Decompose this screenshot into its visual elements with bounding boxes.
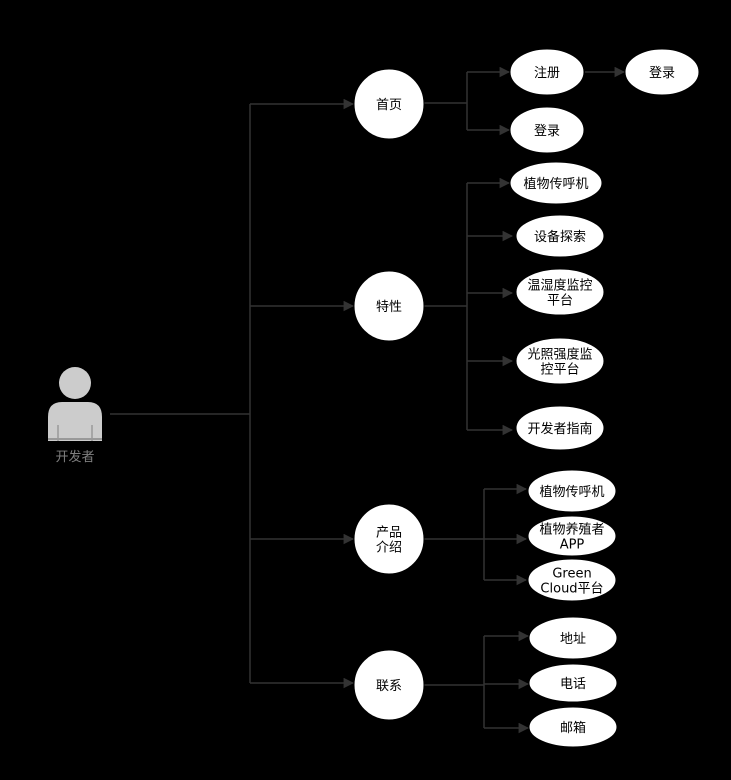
node-device-explore: 设备探索 [515, 214, 605, 258]
node-phone: 电话 [528, 663, 618, 703]
user-icon [48, 367, 102, 441]
node-shape [624, 48, 700, 96]
node-home: 首页 [353, 68, 425, 140]
node-label: 植物传呼机 [523, 177, 588, 192]
node-label: 介绍 [376, 541, 402, 556]
node-label: 开发者指南 [527, 421, 592, 437]
node-label: 登录 [534, 124, 560, 139]
node-shape [527, 469, 617, 513]
node-shape [528, 616, 618, 660]
node-shape [528, 706, 618, 748]
node-label: 特性 [376, 300, 402, 315]
node-shape [515, 405, 605, 451]
node-label: 首页 [376, 98, 402, 113]
node-features: 特性 [353, 270, 425, 342]
actor-developer: 开发者 [48, 367, 102, 465]
node-shape [509, 48, 585, 96]
node-label: APP [560, 538, 585, 553]
node-shape [527, 558, 617, 602]
node-shape [527, 515, 617, 557]
edges-actor [110, 98, 355, 689]
node-shape [515, 268, 605, 316]
node-plant-pager-b: 植物传呼机 [527, 469, 617, 513]
node-label: 温湿度监控 [527, 278, 592, 294]
node-label: 植物传呼机 [539, 485, 604, 500]
edges-products [424, 483, 528, 586]
node-register: 注册 [509, 48, 585, 96]
node-label: 地址 [560, 632, 586, 647]
node-label: 邮箱 [560, 720, 586, 736]
node-label: 注册 [534, 66, 560, 81]
node-shape [528, 663, 618, 703]
node-shape [509, 106, 585, 154]
actor-label: 开发者 [55, 449, 94, 465]
node-label: 联系 [376, 679, 402, 694]
node-email: 邮箱 [528, 706, 618, 748]
node-label: Cloud平台 [540, 582, 603, 597]
node-label: Green [552, 567, 591, 582]
node-shape [353, 503, 425, 575]
edges-contact [424, 630, 530, 734]
node-address: 地址 [528, 616, 618, 660]
node-shape [353, 68, 425, 140]
node-label: 产品 [376, 526, 402, 541]
node-shape [353, 649, 425, 721]
node-shape [353, 270, 425, 342]
edges-features [424, 177, 514, 436]
edges-home [424, 66, 626, 136]
node-login-b: 登录 [509, 106, 585, 154]
node-label: 登录 [649, 66, 675, 81]
node-plant-pager-a: 植物传呼机 [509, 161, 603, 205]
node-label: 光照强度监 [527, 347, 592, 363]
node-shape [515, 214, 605, 258]
node-label: 电话 [560, 677, 586, 692]
node-dev-guide: 开发者指南 [515, 405, 605, 451]
node-shape [515, 337, 605, 385]
node-contact: 联系 [353, 649, 425, 721]
node-label: 植物养殖者 [539, 522, 604, 538]
node-label: 设备探索 [534, 229, 586, 245]
node-label: 控平台 [540, 363, 579, 378]
node-login-a: 登录 [624, 48, 700, 96]
nodes: 首页注册登录登录特性植物传呼机设备探索温湿度监控平台光照强度监控平台开发者指南产… [353, 48, 700, 748]
node-shape [509, 161, 603, 205]
node-label: 平台 [547, 294, 573, 309]
